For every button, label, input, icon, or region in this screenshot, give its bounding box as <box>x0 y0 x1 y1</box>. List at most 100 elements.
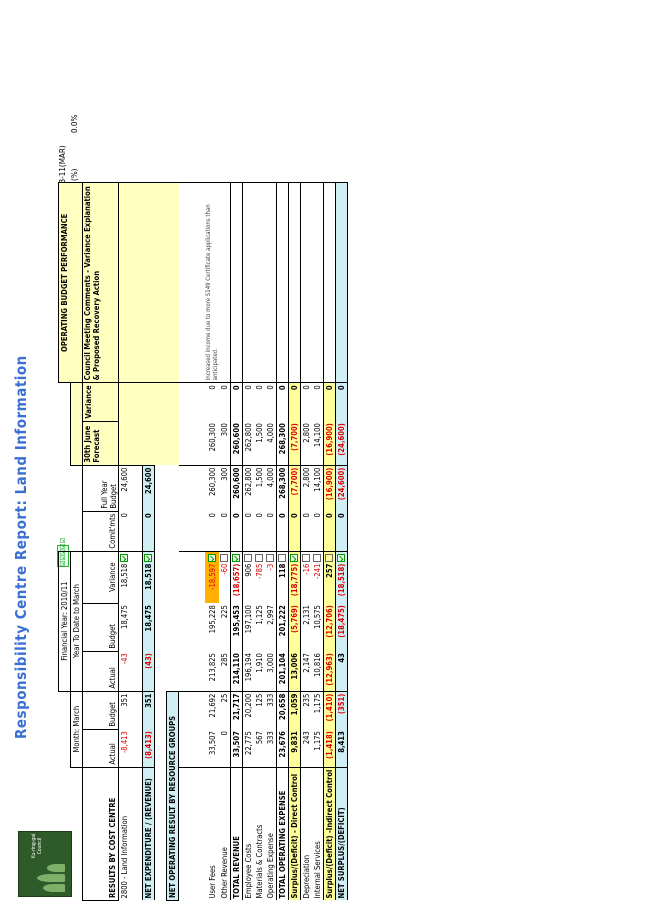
row-ytd-budget: 201,222 <box>276 603 289 652</box>
row-comits: 0 <box>302 513 311 518</box>
cc-y-actual: -43 <box>120 653 129 665</box>
cc-y-budget: 18,475 <box>120 605 129 630</box>
row-month-actual: 33,507 <box>230 729 243 768</box>
row-variance2: 0 <box>254 382 265 422</box>
row-ytd-budget: 195,228 <box>207 605 217 634</box>
row-full-year: (16,900) <box>323 465 336 512</box>
row-month-budget: 1,059 <box>288 691 301 730</box>
row-month-actual: 23,676 <box>276 729 289 768</box>
status-checkbox-icon <box>313 553 321 562</box>
row-ytd-variance: -18,597 <box>205 551 219 604</box>
row-label: Depreciation <box>302 854 311 899</box>
row-forecast: 2,800 <box>300 421 312 466</box>
row-comment <box>300 182 312 383</box>
row-ytd-budget: (12,706) <box>323 603 336 652</box>
row-forecast: 14,100 <box>312 421 324 466</box>
row-comits: 0 <box>276 511 289 552</box>
row-forecast: (16,900) <box>323 421 336 466</box>
status-checkbox-icon <box>220 553 228 562</box>
ns-m-budget: (351) <box>335 691 348 730</box>
row-variance2: 0 <box>300 382 312 422</box>
row-forecast: (7,700) <box>288 421 301 466</box>
row-variance2: 0 <box>205 382 219 422</box>
row-comits: 0 <box>255 513 264 518</box>
row-comment <box>312 182 324 383</box>
ns-comits: 0 <box>335 511 348 552</box>
row-full-year: 268,300 <box>276 465 289 512</box>
row-comment <box>242 182 254 383</box>
row-variance2: 0 <box>276 382 289 422</box>
row-comment <box>219 182 231 383</box>
row-comment <box>323 182 336 383</box>
comits-header: Comit'mts <box>82 511 119 552</box>
row-month-budget: 20,658 <box>276 691 289 730</box>
row-ytd-budget: 197,100 <box>244 605 253 634</box>
row-variance2: 0 <box>265 382 277 422</box>
row-label: Surplus/(Deficit) - Direct Control <box>288 767 301 901</box>
page-title: Responsibility Centre Report: Land Infor… <box>12 355 30 739</box>
row-variance2: 0 <box>230 382 243 422</box>
logo-text: Ku-ring-gai Council <box>31 833 43 859</box>
month-actual-header: Actual <box>82 729 119 768</box>
row-full-year: 1,500 <box>254 465 265 512</box>
ns-m-actual: 8,413 <box>335 729 348 768</box>
row-month-budget: 25 <box>219 691 231 730</box>
row-ytd-actual: (12,963) <box>323 651 336 692</box>
row-ytd-actual: 285 <box>220 653 229 667</box>
row-ytd-budget: 225 <box>220 605 229 619</box>
ne-full-year: 24,600 <box>142 465 155 512</box>
status-checkbox-icon <box>207 553 216 562</box>
row-ytd-variance: 906 <box>242 551 254 604</box>
row-ytd-variance: 257 <box>323 551 336 604</box>
row-month-actual: 9,831 <box>288 729 301 768</box>
variance2-header: Variance <box>82 382 119 422</box>
cost-centre-label: 2800 - Land Information <box>120 815 129 899</box>
cc-m-budget: 351 <box>118 691 130 730</box>
row-label: Surplus/(Deficit) -Indirect Control <box>323 767 336 901</box>
row-label: Internal Services <box>313 841 322 899</box>
ytd-budget-header: Budget <box>82 603 119 652</box>
ns-y-actual: 43 <box>335 651 348 692</box>
row-forecast: 1,500 <box>254 421 265 466</box>
row-ytd-actual: 201,104 <box>276 651 289 692</box>
row-full-year: 2,800 <box>300 465 312 512</box>
row-label: Materials & Contracts <box>255 824 264 899</box>
row-month-actual: 567 <box>254 729 265 768</box>
row-forecast: 300 <box>219 421 231 466</box>
row-full-year: 4,000 <box>265 465 277 512</box>
row-month-budget: (1,410) <box>323 691 336 730</box>
row-ytd-variance: (18,775) <box>288 551 301 604</box>
row-comment <box>288 182 301 383</box>
ne-m-actual: (8,413) <box>142 729 155 768</box>
row-ytd-actual: 13,006 <box>288 651 301 692</box>
status-checkbox-icon <box>266 553 274 562</box>
row-month-actual: 243 <box>300 729 312 768</box>
row-full-year: 262,800 <box>242 465 254 512</box>
net-expenditure-label: NET EXPENDITURE / (REVENUE) <box>142 767 155 901</box>
row-ytd-actual: 2,147 <box>302 653 311 673</box>
cc-forecast: 24,600 <box>118 465 130 512</box>
results-by-header: RESULTS BY COST CENTRE <box>82 767 119 901</box>
full-year-header: Full Year Budget <box>82 465 119 512</box>
row-comits: 0 <box>313 513 322 518</box>
row-month-actual: 22,775 <box>242 729 254 768</box>
row-comment: Increased income due to more S149 Certif… <box>205 182 219 383</box>
row-label: TOTAL REVENUE <box>230 767 243 901</box>
status-checkbox-icon <box>290 553 298 562</box>
row-full-year: 260,600 <box>230 465 243 512</box>
row-full-year: (7,700) <box>288 465 301 512</box>
table-row: Surplus/(Deficit) -Indirect Control (1,41… <box>323 182 336 901</box>
obp-header: OPERATING BUDGET PERFORMANCE <box>58 182 71 383</box>
row-comits: 0 <box>220 513 229 518</box>
row-ytd-variance: -16 <box>300 551 312 604</box>
row-comits: 0 <box>244 513 253 518</box>
ns-forecast: (24,600) <box>335 421 348 466</box>
